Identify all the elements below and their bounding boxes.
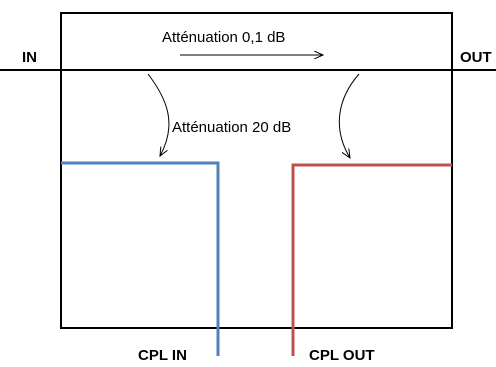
coupled-attenuation-label: Atténuation 20 dB [172,119,291,136]
coupled-out-label: CPL OUT [309,347,375,364]
coupled-in-label: CPL IN [138,347,187,364]
coupled-out-line [291,163,452,356]
coupled-in-line [61,161,220,356]
coupling-arrow-left [147,73,170,156]
through-attenuation-label: Atténuation 0,1 dB [162,29,285,46]
coupler-outer-box [60,12,453,329]
coupling-arrow-right [338,73,360,158]
port-out-label: OUT [460,49,492,66]
port-in-label: IN [22,49,37,66]
